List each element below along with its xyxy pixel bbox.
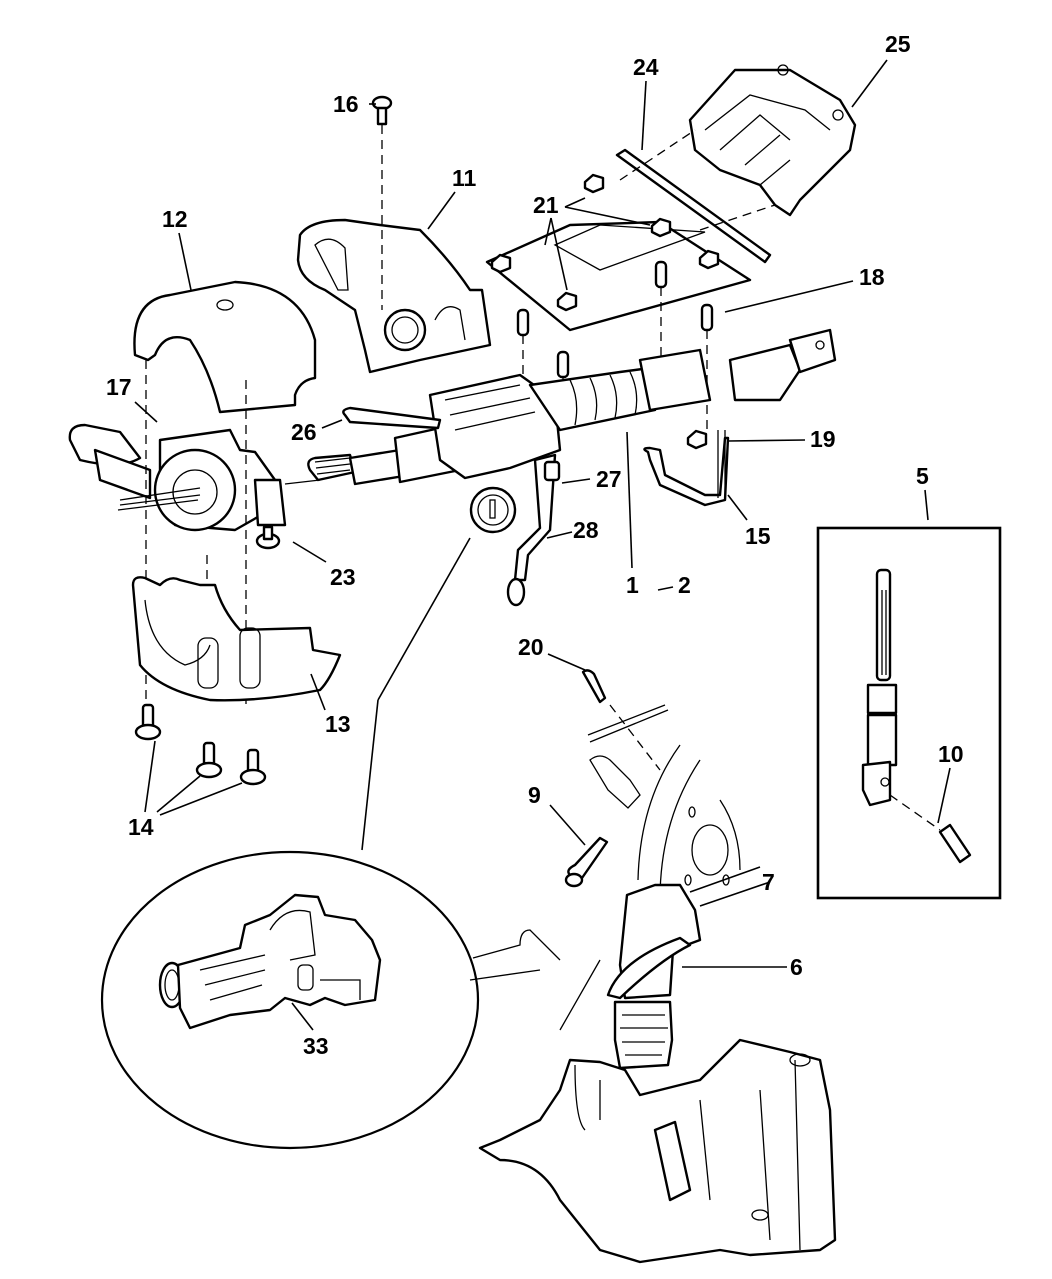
- part-6-boot-seal[interactable]: [606, 883, 702, 1070]
- lock-cylinder-icon[interactable]: [469, 486, 517, 534]
- part-11-shroud[interactable]: [296, 125, 492, 374]
- callout-24[interactable]: 24: [633, 54, 659, 80]
- callout-21[interactable]: 21: [533, 192, 559, 218]
- callout-26[interactable]: 26: [291, 419, 317, 445]
- part-17-switch[interactable]: [68, 423, 287, 532]
- callout-17[interactable]: 17: [106, 374, 132, 400]
- callout-23[interactable]: 23: [330, 564, 356, 590]
- callout-27[interactable]: 27: [596, 466, 622, 492]
- callout-6[interactable]: 6: [790, 954, 803, 980]
- part-19-stud[interactable]: [717, 430, 726, 498]
- callout-12[interactable]: 12: [162, 206, 188, 232]
- part-23-screw[interactable]: [255, 525, 281, 550]
- callout-16[interactable]: 16: [333, 91, 359, 117]
- part-26-tilt-lever[interactable]: [342, 406, 442, 430]
- part-plate-with-nuts[interactable]: [485, 173, 752, 450]
- part-12-upper-shroud[interactable]: [133, 280, 317, 414]
- callout-15[interactable]: 15: [745, 523, 771, 549]
- callout-20[interactable]: 20: [518, 634, 544, 660]
- callout-2[interactable]: 2: [678, 572, 691, 598]
- callout-33[interactable]: 33: [303, 1033, 329, 1059]
- callout-19[interactable]: 19: [810, 426, 836, 452]
- part-33-lock-housing[interactable]: [158, 893, 382, 1030]
- callout-18[interactable]: 18: [859, 264, 885, 290]
- callout-25[interactable]: 25: [885, 31, 911, 57]
- callout-1[interactable]: 1: [626, 572, 639, 598]
- callout-5[interactable]: 5: [916, 463, 929, 489]
- part-16-screw[interactable]: [371, 95, 393, 126]
- floor-tunnel: [469, 929, 837, 1264]
- callout-13[interactable]: 13: [325, 711, 351, 737]
- callout-10[interactable]: 10: [938, 741, 964, 767]
- callout-7[interactable]: 7: [762, 869, 775, 895]
- part-28-shift-lever[interactable]: [506, 453, 557, 607]
- part-27-bolt[interactable]: [543, 460, 561, 482]
- callout-11[interactable]: 11: [452, 165, 477, 191]
- part-14-screws[interactable]: [134, 703, 267, 786]
- part-20-cotter-pin[interactable]: [581, 669, 669, 771]
- callout-28[interactable]: 28: [573, 517, 599, 543]
- detail-circle: [100, 537, 480, 1150]
- part-15-bracket[interactable]: [643, 436, 730, 507]
- dash-panel-arc: [637, 744, 741, 901]
- callout-labels: 16 11 12 17 26 23 13 14 24 25 21 18 19 2…: [106, 31, 964, 1059]
- nut-icon: [490, 173, 720, 450]
- part-13-lower-shroud[interactable]: [131, 576, 342, 702]
- callout-14[interactable]: 14: [128, 814, 154, 840]
- callout-9[interactable]: 9: [528, 782, 541, 808]
- part-1-steering-column[interactable]: [307, 328, 837, 486]
- leader-lines: [134, 59, 951, 1031]
- part-24-bracket-plate[interactable]: [615, 129, 776, 264]
- part-25-mounting-bracket[interactable]: [688, 64, 857, 217]
- fork-bracket: [589, 755, 641, 809]
- part-9-bolt[interactable]: [564, 836, 609, 888]
- inset-box-intermediate-shaft[interactable]: [816, 526, 1002, 900]
